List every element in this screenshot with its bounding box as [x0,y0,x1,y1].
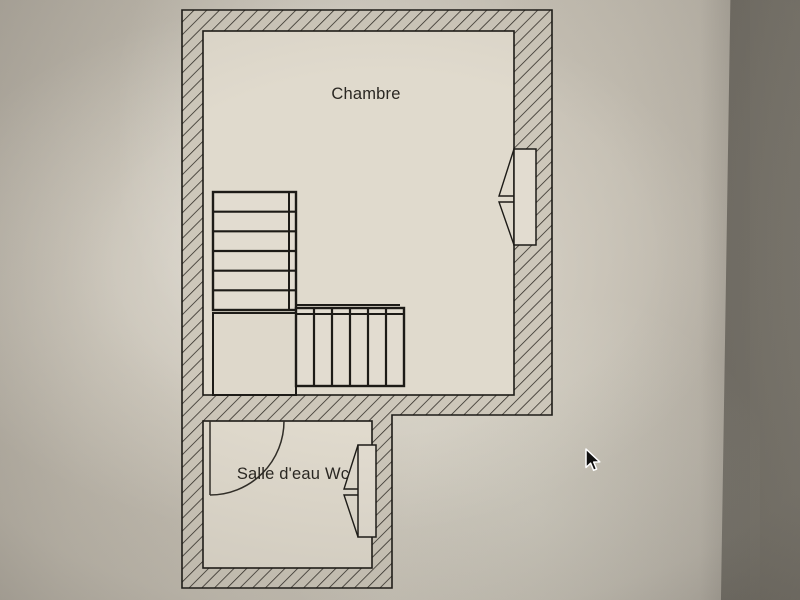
window-frame [357,444,377,538]
window-leaf-upper [498,148,515,197]
door-swing-arc [209,420,285,496]
stair-lower-treads [312,308,388,386]
window-salledeau-east [343,444,377,538]
building-outline [181,9,553,589]
stair-landing [212,312,297,396]
staircase [211,190,406,396]
window-leaf-lower [343,494,359,538]
door-salledeau [209,420,285,496]
stair-upper-treads [213,210,296,292]
window-leaf-upper [343,444,359,490]
room-label-chambre: Chambre [331,85,400,103]
room-label-salle-deau-wc: Salle d'eau Wc [237,465,349,483]
window-chambre-east [498,148,537,246]
window-frame [513,148,537,246]
window-leaf-lower [498,201,515,246]
